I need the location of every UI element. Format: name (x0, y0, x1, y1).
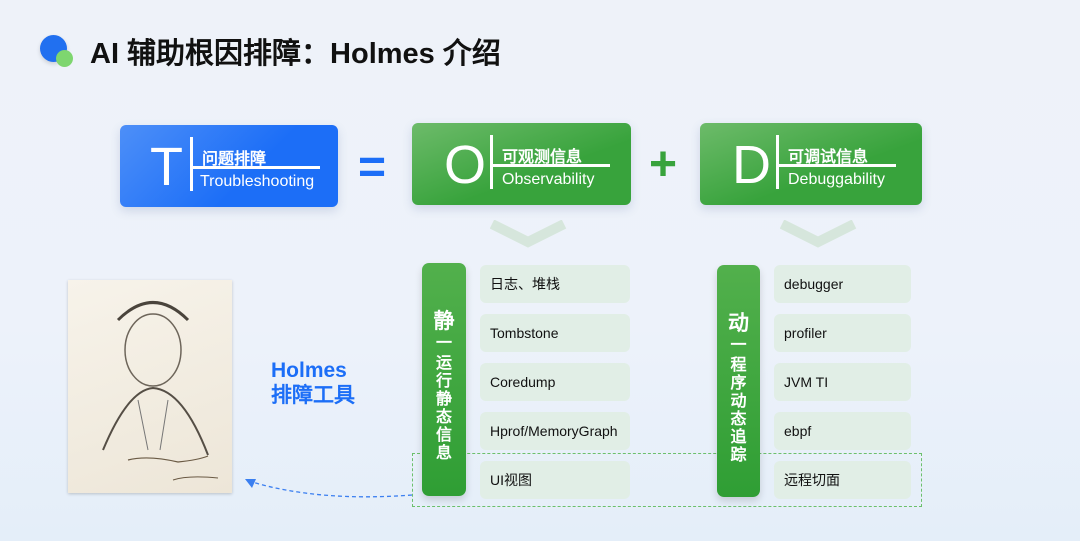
divider (192, 166, 320, 169)
divider (776, 135, 779, 189)
divider (190, 137, 193, 191)
debuggability-card: D 可调试信息 Debuggability (700, 123, 922, 205)
dashed-highlight-box (412, 453, 922, 507)
page-title: AI 辅助根因排障：Holmes 介绍 (90, 38, 501, 70)
list-item: debugger (774, 265, 911, 303)
divider (492, 164, 610, 167)
troubleshooting-card: T 问题排障 Troubleshooting (120, 125, 338, 207)
list-item: Tombstone (480, 314, 630, 352)
card-letter: D (732, 135, 771, 195)
bar-label-char: 踪 (730, 447, 747, 464)
bar-label-char: 追 (730, 429, 747, 446)
bar-label-char: 态 (730, 411, 747, 428)
bar-label-char: 静 (435, 391, 452, 408)
bar-label-char: 运 (435, 355, 452, 372)
card-en-label: Observability (502, 171, 595, 188)
card-en-label: Troubleshooting (200, 173, 315, 190)
static-head: 静 (433, 310, 455, 333)
equals-sign: = (358, 141, 387, 194)
holmes-portrait (68, 280, 232, 493)
list-item: 日志、堆栈 (480, 265, 630, 303)
static-dash: 一 (435, 335, 452, 352)
portrait-sketch-icon (102, 301, 219, 481)
card-cn-label: 问题排障 (202, 151, 267, 168)
chevron-down-icon (490, 220, 567, 248)
bar-label-char: 序 (730, 375, 747, 392)
list-item: profiler (774, 314, 911, 352)
list-item: 远程切面 (774, 461, 911, 499)
bar-label-char: 息 (435, 445, 452, 462)
dynamic-dash: 一 (730, 337, 747, 354)
holmes-label-line1: Holmes (271, 359, 347, 382)
dynamic-bar: 动 一 程序动态追踪 (717, 265, 760, 497)
list-item: ebpf (774, 412, 911, 450)
dashed-arrow-icon (245, 479, 413, 498)
card-en-label: Debuggability (788, 171, 885, 188)
card-letter: T (150, 137, 183, 197)
bar-label-char: 信 (435, 427, 452, 444)
list-item: Hprof/MemoryGraph (480, 412, 630, 450)
holmes-label: Holmes 排障工具 (271, 358, 355, 408)
plus-sign: + (649, 138, 678, 191)
static-label: 运行静态信息 (422, 355, 466, 463)
dynamic-label: 程序动态追踪 (717, 357, 760, 465)
bar-label-char: 行 (435, 373, 452, 390)
chevron-down-icon (780, 220, 857, 248)
list-item: JVM TI (774, 363, 911, 401)
card-cn-label: 可调试信息 (788, 149, 869, 166)
observability-card: O 可观测信息 Observability (412, 123, 631, 205)
divider (778, 164, 896, 167)
title-bullet-accent-icon (56, 50, 73, 67)
list-item: UI视图 (480, 461, 630, 499)
dynamic-head: 动 (728, 312, 749, 335)
static-bar: 静 一 运行静态信息 (422, 263, 466, 496)
list-item: Coredump (480, 363, 630, 401)
bar-label-char: 动 (730, 393, 747, 410)
bar-label-char: 态 (435, 409, 452, 426)
bar-label-char: 程 (730, 357, 747, 374)
card-letter: O (444, 135, 487, 195)
holmes-label-line2: 排障工具 (271, 384, 355, 407)
card-cn-label: 可观测信息 (502, 149, 583, 166)
divider (490, 135, 493, 189)
